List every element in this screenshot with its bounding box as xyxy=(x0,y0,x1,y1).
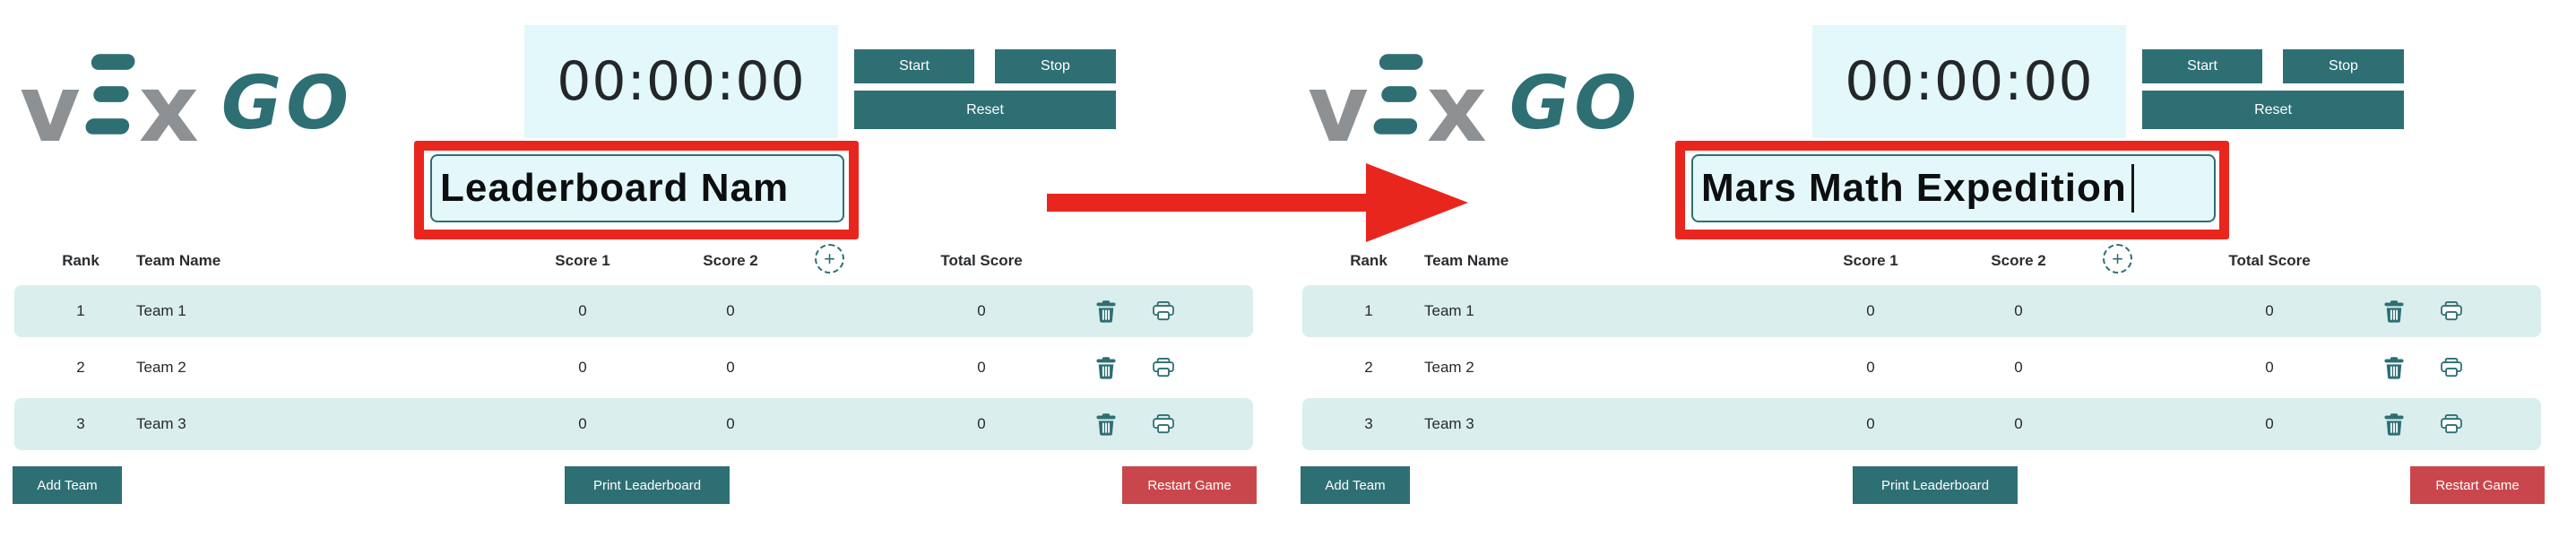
column-header-score2: Score 2 xyxy=(703,252,758,269)
team-name-cell: Team 2 xyxy=(136,359,186,376)
print-leaderboard-button[interactable]: Print Leaderboard xyxy=(1853,466,2018,504)
logo-letter-v: v xyxy=(20,54,81,163)
rank-cell: 2 xyxy=(76,359,85,376)
score2-cell: 0 xyxy=(726,359,735,376)
printer-icon[interactable] xyxy=(2433,342,2469,394)
score1-cell: 0 xyxy=(578,415,587,432)
column-header-score2: Score 2 xyxy=(1991,252,2046,269)
column-header-rank: Rank xyxy=(62,252,99,269)
trash-icon[interactable] xyxy=(2376,398,2412,450)
total-score-cell: 0 xyxy=(977,302,986,319)
add-score-column-button[interactable]: + xyxy=(2103,244,2132,274)
timer-display: 00:00:00 xyxy=(524,25,838,138)
timer-display: 00:00:00 xyxy=(1812,25,2126,138)
logo-go: GO xyxy=(1508,61,1641,146)
trash-icon[interactable] xyxy=(2376,285,2412,337)
total-score-cell: 0 xyxy=(2265,359,2274,376)
start-button[interactable]: Start xyxy=(854,49,974,83)
score1-cell: 0 xyxy=(1866,302,1875,319)
logo-letter-x: x xyxy=(138,54,199,163)
table-row: 3 Team 3 0 0 0 xyxy=(1302,398,2541,450)
printer-icon[interactable] xyxy=(2433,285,2469,337)
total-score-cell: 0 xyxy=(2265,415,2274,432)
rank-cell: 2 xyxy=(1364,359,1373,376)
vex-go-logo: v x GO xyxy=(1308,30,1641,163)
arrow-right-icon xyxy=(1047,163,1468,242)
printer-icon[interactable] xyxy=(2433,398,2469,450)
rank-cell: 1 xyxy=(1364,302,1373,319)
column-header-team-name: Team Name xyxy=(1424,252,1509,269)
logo-letter-v: v xyxy=(1308,54,1369,163)
trash-icon[interactable] xyxy=(2376,342,2412,394)
plus-circle-icon: + xyxy=(2112,247,2123,270)
rank-cell: 1 xyxy=(76,302,85,319)
score2-cell: 0 xyxy=(726,415,735,432)
score2-cell: 0 xyxy=(726,302,735,319)
team-name-cell: Team 3 xyxy=(1424,415,1474,432)
column-header-score1: Score 1 xyxy=(555,252,610,269)
score1-cell: 0 xyxy=(578,359,587,376)
score2-cell: 0 xyxy=(2014,415,2023,432)
team-name-cell: Team 3 xyxy=(136,415,186,432)
print-leaderboard-button[interactable]: Print Leaderboard xyxy=(565,466,730,504)
trash-icon[interactable] xyxy=(1088,285,1124,337)
table-row: 1 Team 1 0 0 0 xyxy=(1302,285,2541,337)
reset-button[interactable]: Reset xyxy=(854,91,1116,129)
stop-button[interactable]: Stop xyxy=(2283,49,2404,83)
logo-go: GO xyxy=(220,61,353,146)
column-header-rank: Rank xyxy=(1350,252,1387,269)
add-team-button[interactable]: Add Team xyxy=(13,466,122,504)
trash-icon[interactable] xyxy=(1088,342,1124,394)
text-caret xyxy=(2131,164,2134,213)
plus-circle-icon: + xyxy=(824,247,835,270)
leaderboard-name-value: Mars Math Expedition xyxy=(1701,166,2127,210)
reset-button[interactable]: Reset xyxy=(2142,91,2404,129)
restart-game-button[interactable]: Restart Game xyxy=(1122,466,1257,504)
score2-cell: 0 xyxy=(2014,359,2023,376)
printer-icon[interactable] xyxy=(1145,398,1181,450)
score1-cell: 0 xyxy=(578,302,587,319)
restart-game-button[interactable]: Restart Game xyxy=(2410,466,2545,504)
add-score-column-button[interactable]: + xyxy=(815,244,844,274)
leaderboard-panel-before: v x GO 00:00:00 Start Stop Reset Leaderb… xyxy=(13,25,1257,504)
score1-cell: 0 xyxy=(1866,359,1875,376)
table-row: 2 Team 2 0 0 0 xyxy=(1302,342,2541,394)
leaderboard-name-value: Leaderboard Nam xyxy=(440,166,790,210)
total-score-cell: 0 xyxy=(2265,302,2274,319)
trash-icon[interactable] xyxy=(1088,398,1124,450)
column-header-score1: Score 1 xyxy=(1843,252,1898,269)
total-score-cell: 0 xyxy=(977,415,986,432)
stop-button[interactable]: Stop xyxy=(995,49,1116,83)
column-header-total-score: Total Score xyxy=(2228,252,2311,269)
column-header-team-name: Team Name xyxy=(136,252,221,269)
vex-e-icon xyxy=(82,54,139,135)
printer-icon[interactable] xyxy=(1145,285,1181,337)
total-score-cell: 0 xyxy=(977,359,986,376)
vex-go-logo: v x GO xyxy=(20,30,353,163)
rank-cell: 3 xyxy=(76,415,85,432)
leaderboard-name-input[interactable]: Mars Math Expedition xyxy=(1691,154,2216,222)
start-button[interactable]: Start xyxy=(2142,49,2262,83)
table-row: 3 Team 3 0 0 0 xyxy=(14,398,1253,450)
add-team-button[interactable]: Add Team xyxy=(1301,466,1410,504)
table-row: 1 Team 1 0 0 0 xyxy=(14,285,1253,337)
leaderboard-name-input[interactable]: Leaderboard Nam xyxy=(430,154,844,222)
table-row: 2 Team 2 0 0 0 xyxy=(14,342,1253,394)
team-name-cell: Team 1 xyxy=(136,302,186,319)
column-header-total-score: Total Score xyxy=(940,252,1023,269)
logo-letter-x: x xyxy=(1426,54,1487,163)
team-name-cell: Team 1 xyxy=(1424,302,1474,319)
leaderboard-panel-after: v x GO 00:00:00 Start Stop Reset Mars Ma… xyxy=(1288,0,2576,547)
rank-cell: 3 xyxy=(1364,415,1373,432)
team-name-cell: Team 2 xyxy=(1424,359,1474,376)
printer-icon[interactable] xyxy=(1145,342,1181,394)
score2-cell: 0 xyxy=(2014,302,2023,319)
score1-cell: 0 xyxy=(1866,415,1875,432)
vex-e-icon xyxy=(1370,54,1427,135)
